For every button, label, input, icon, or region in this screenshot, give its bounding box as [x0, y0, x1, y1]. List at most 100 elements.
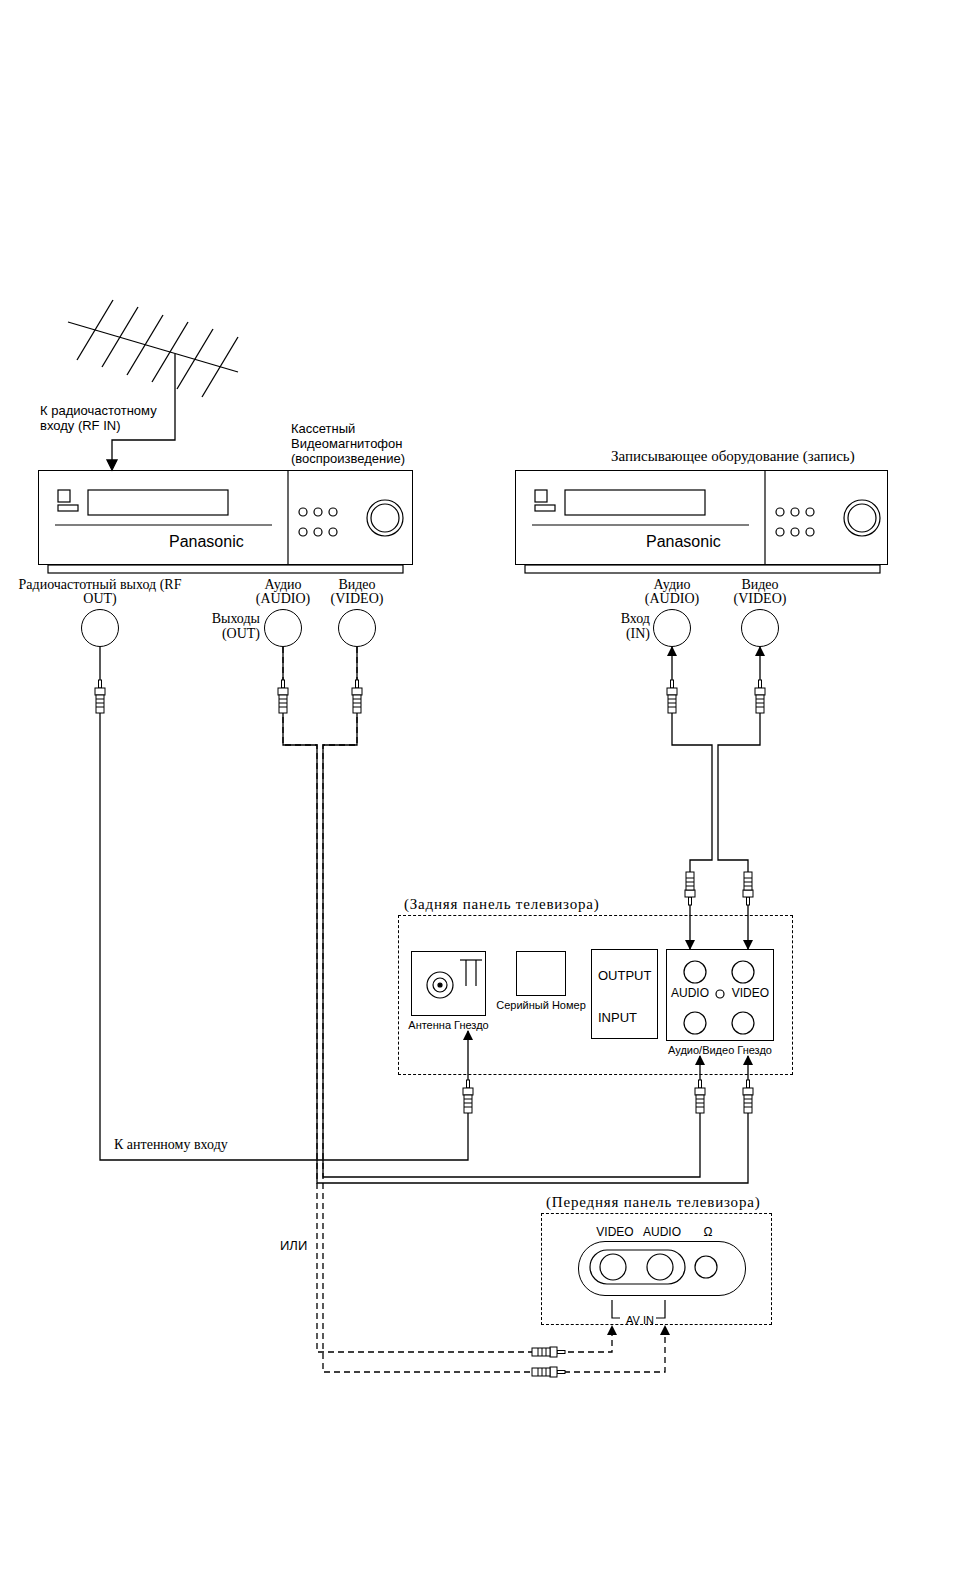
edge-label: К антенному входу: [112, 1137, 230, 1153]
vcr-drawing: [329, 528, 337, 536]
rca-plug: [96, 703, 104, 704]
rca-plug: [352, 688, 362, 695]
node-text: Видео (VIDEO): [322, 578, 392, 607]
vcr-drawing: [764, 470, 765, 565]
cable: [323, 647, 665, 1372]
vcr-drawing: [48, 470, 403, 573]
front-jacks: [590, 1250, 685, 1284]
node-text: VIDEO: [732, 986, 769, 1000]
rca-plug: [279, 699, 287, 700]
rca-plug: [278, 680, 288, 713]
vcr-drawing: [314, 528, 322, 536]
front-jacks: [656, 1300, 665, 1318]
vcr-drawing: [299, 528, 307, 536]
rca-plug: [686, 872, 694, 890]
vcr-drawing: [58, 490, 70, 502]
node-text: AV IN: [626, 1314, 654, 1326]
rca-plug: [744, 882, 752, 883]
front-jacks: [590, 1250, 717, 1318]
rca-plug: [96, 707, 104, 708]
vcr-drawing: [844, 500, 880, 536]
rca-plug: [352, 680, 362, 713]
panel-jacks: [684, 961, 706, 983]
panel-jacks: [732, 1012, 754, 1034]
rca-plug: [667, 688, 677, 695]
rca-plug: [695, 1080, 705, 1113]
cable: [718, 647, 760, 949]
vcr-drawing: [776, 528, 784, 536]
rca-plug: [538, 1368, 539, 1376]
jack: Видео (VIDEO): [741, 609, 779, 647]
rca-plug: [550, 1347, 557, 1357]
rca-plug: [463, 1080, 473, 1113]
node-text: Panasonic: [169, 533, 244, 551]
av-in-socket: VIDEOAUDIOΩAV IN: [578, 1241, 746, 1296]
node-text: AUDIO: [671, 986, 709, 1000]
panel-jacks: [684, 1012, 706, 1034]
rca-plug: [685, 890, 695, 897]
vcr-drawing: [371, 504, 399, 532]
rca-plug: [278, 688, 288, 695]
rca-plug: [744, 1103, 752, 1104]
vcr-drawing: [776, 508, 784, 516]
rca-plug: [744, 1095, 752, 1113]
node-text: (Передняя панель телевизора): [546, 1194, 760, 1211]
vcr-drawing: [329, 508, 337, 516]
node-text: (Задняя панель телевизора): [404, 896, 600, 913]
node-text: Серийный Номер: [496, 999, 586, 1011]
av-socket: AUDIOVIDEOАудио/Видео Гнездо: [666, 949, 774, 1041]
rca-plug: [96, 695, 104, 713]
rca-plug: [538, 1348, 539, 1356]
tv-front-panel: (Передняя панель телевизора)VIDEOAUDIOΩA…: [541, 1213, 772, 1325]
rca-plug: [696, 1103, 704, 1104]
rca-plug: [686, 882, 694, 883]
vcr-drawing: [848, 504, 876, 532]
rca-plug: [96, 699, 104, 700]
rca-plug: [550, 1367, 557, 1377]
vcr-drawing: [367, 500, 403, 536]
rca-plug: [353, 707, 361, 708]
rca-plug: [756, 699, 764, 700]
rca-plug: [356, 680, 359, 688]
vcr-drawing: [287, 470, 288, 565]
rca-plug: [542, 1368, 543, 1376]
node-text: Ω: [704, 1225, 713, 1239]
node-text: Записывающее оборудование (запись): [611, 448, 855, 465]
node-text: Радиочастотный выход (RF OUT): [10, 578, 190, 607]
rca-plug: [279, 695, 287, 713]
panel-jacks: [438, 983, 442, 987]
panel-jacks: [732, 961, 754, 983]
panel-jacks: [460, 959, 482, 960]
vcr-drawing: [791, 508, 799, 516]
node-text: Видео (VIDEO): [725, 578, 795, 607]
vcr-drawing: [299, 508, 307, 516]
panel-jacks: [465, 960, 466, 986]
rca-plug: [744, 872, 752, 890]
rca-plug: [282, 680, 285, 688]
vcr-drawing: [525, 565, 880, 573]
vcr-box: Кассетный Видеомагнитофон (воспроизведен…: [38, 470, 413, 565]
rca-plug: [755, 680, 765, 713]
jack: Видео (VIDEO): [338, 609, 376, 647]
rca-plug: [686, 886, 694, 887]
panel-jacks: [433, 978, 447, 992]
rca-plug: [464, 1107, 472, 1108]
rca-plug: [668, 707, 676, 708]
vcr-drawing: [532, 524, 749, 525]
node-text: Panasonic: [646, 533, 721, 551]
vcr-drawing: [55, 524, 272, 525]
node-text: Аудио (AUDIO): [248, 578, 318, 607]
or-note: ИЛИ: [280, 1238, 307, 1253]
rca-plug: [353, 703, 361, 704]
rca-plug: [743, 1080, 753, 1113]
rca-plug: [542, 1348, 543, 1356]
rca-plug: [546, 1348, 547, 1356]
vcr-drawing: [314, 508, 322, 516]
vcr-drawing: [88, 490, 228, 515]
rca-plug: [463, 1088, 473, 1095]
panel-jacks: [475, 960, 476, 986]
node-text: AUDIO: [643, 1225, 681, 1239]
output-input-switch: OUTPUTINPUT: [591, 949, 658, 1039]
antenna: [202, 337, 238, 397]
